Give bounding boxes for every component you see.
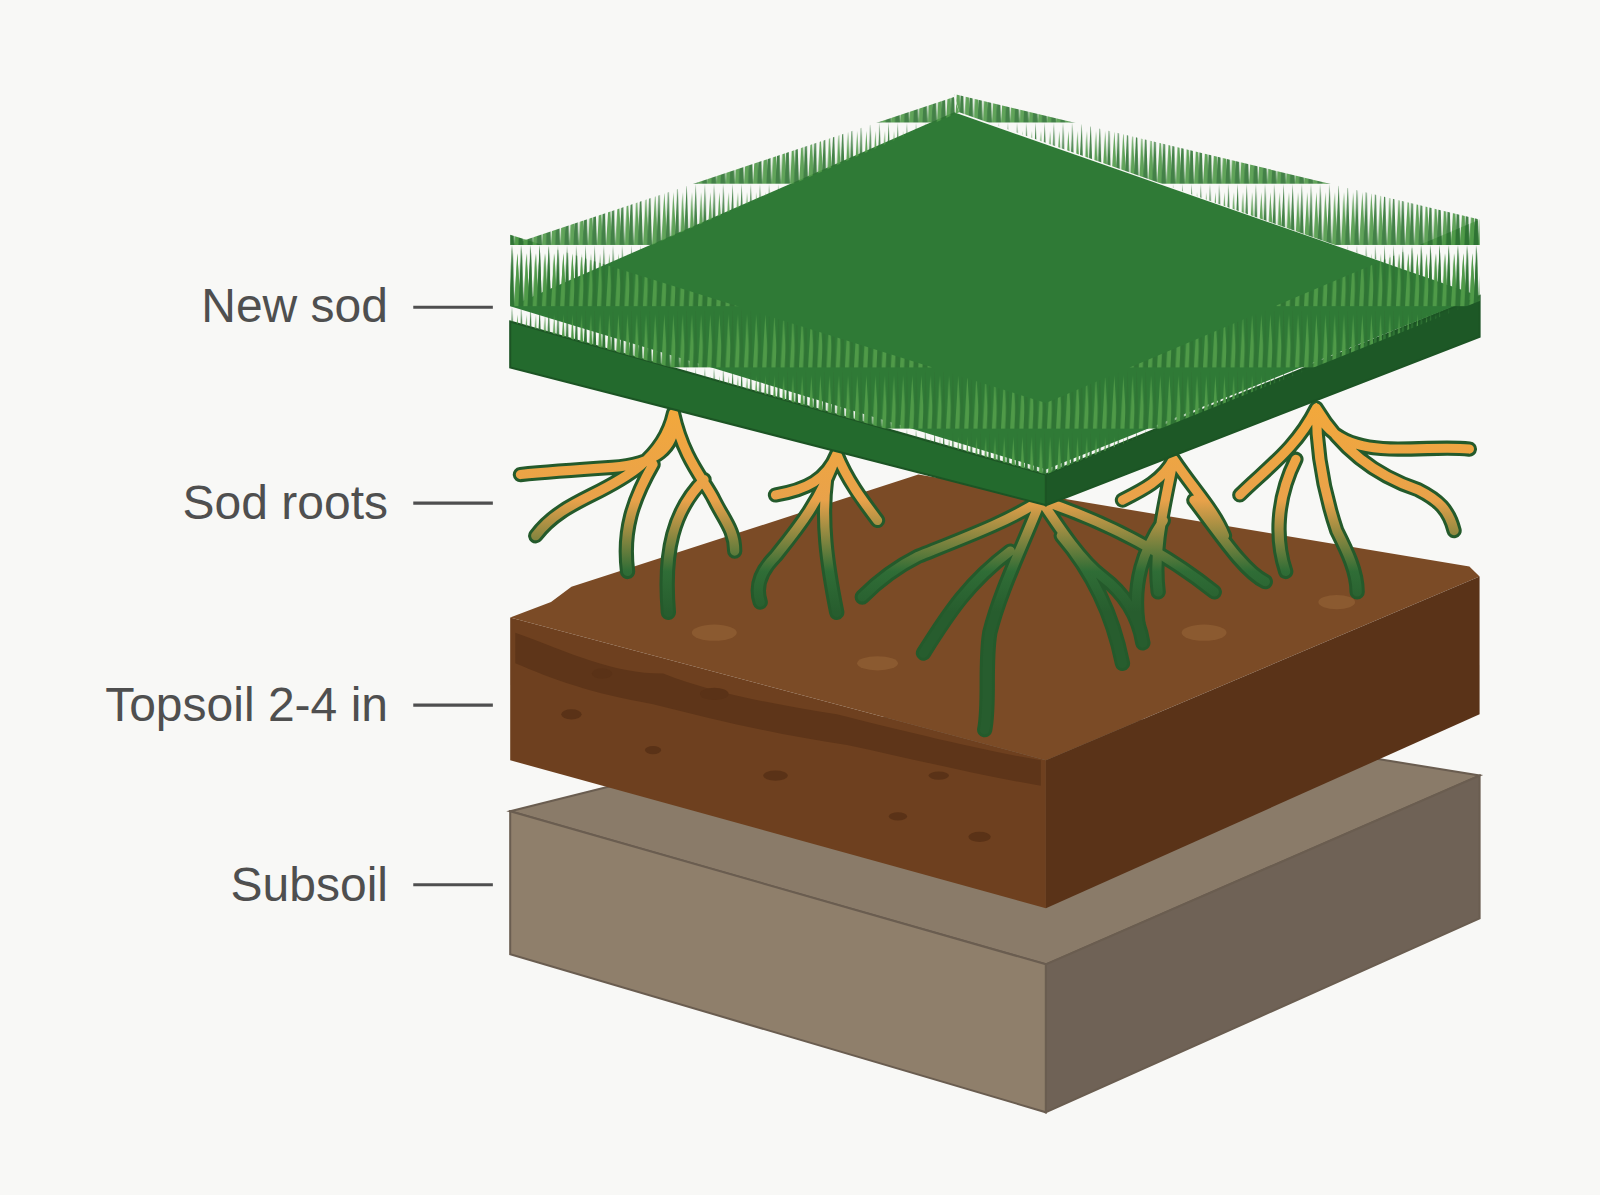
leader-lines bbox=[413, 307, 493, 885]
sod-slab bbox=[510, 94, 1479, 505]
layer-label: New sod bbox=[201, 282, 388, 330]
layer-label: Topsoil 2-4 in bbox=[105, 681, 388, 729]
layer-label: Subsoil bbox=[231, 861, 388, 909]
layer-label: Sod roots bbox=[183, 479, 388, 527]
